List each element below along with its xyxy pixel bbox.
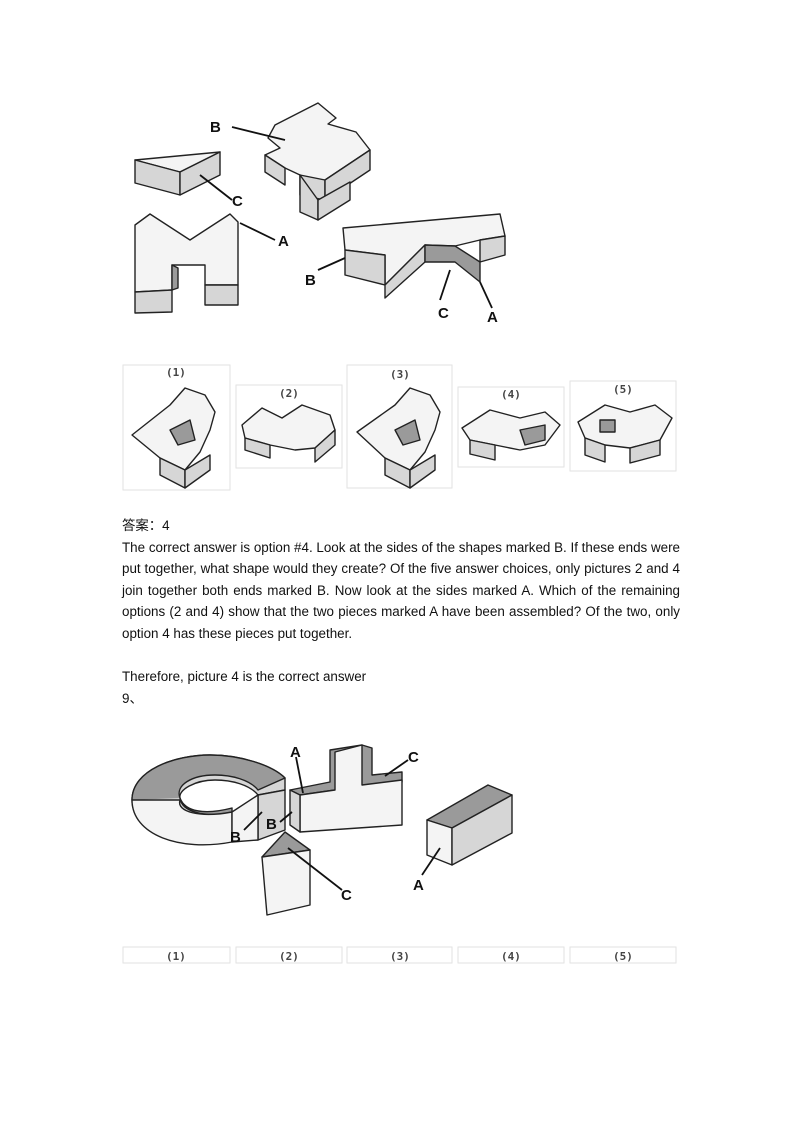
- q9-option-2-label: (2): [279, 950, 299, 963]
- option-5-assembly-image: [577, 404, 673, 464]
- option-4-assembly-image: [461, 409, 561, 461]
- option-5-label: (5): [613, 383, 633, 396]
- q9-option-3-label: (3): [390, 950, 410, 963]
- label-c-top: C: [232, 193, 243, 210]
- t-block-piece: [289, 744, 403, 833]
- option-2-assembly-image: [241, 404, 336, 463]
- q9-label-b-left: B: [230, 829, 241, 846]
- label-a-bottom: A: [487, 309, 498, 326]
- answer-key: 答案：4: [122, 518, 170, 533]
- option-1-label: (1): [166, 366, 186, 379]
- q9-option-5-label: (5): [613, 950, 633, 963]
- option-4[interactable]: (4): [457, 386, 565, 468]
- q9-label-b-right: B: [266, 816, 277, 833]
- q9-option-1-label: (1): [166, 950, 186, 963]
- label-b-bottom: B: [305, 272, 316, 289]
- q9-option-2[interactable]: (2): [235, 946, 343, 964]
- option-2[interactable]: (2): [235, 384, 343, 469]
- q9-label-c-top: C: [408, 749, 419, 766]
- q9-label-c-bottom: C: [341, 887, 352, 904]
- answer-explanation-block: 答案：4 The correct answer is option #4. Lo…: [122, 515, 680, 709]
- option-1[interactable]: (1): [122, 364, 231, 491]
- question8-pieces-figure: B C A B C A: [134, 102, 506, 326]
- c-ring-piece: [131, 754, 286, 846]
- triangle-wedge-piece: [134, 151, 221, 196]
- q9-option-4-label: (4): [501, 950, 521, 963]
- q9-label-a-top: A: [290, 744, 301, 761]
- m-shaped-piece: [134, 213, 239, 314]
- label-c-bottom: C: [438, 305, 449, 322]
- q9-option-3[interactable]: (3): [346, 946, 453, 964]
- triangular-prism-piece: [261, 831, 311, 916]
- option-4-label: (4): [501, 388, 521, 401]
- option-3-assembly-image: [356, 387, 441, 489]
- q9-label-a-right: A: [413, 877, 424, 894]
- option-5[interactable]: (5): [569, 380, 677, 472]
- question9-options-row: (1) (2) (3) (4) (5): [122, 946, 677, 964]
- label-b-top: B: [210, 119, 221, 136]
- label-a-left: A: [278, 233, 289, 250]
- option-3-label: (3): [390, 368, 410, 381]
- question-9-number: 9、: [122, 690, 143, 706]
- option-3[interactable]: (3): [346, 364, 453, 489]
- option-1-assembly-image: [131, 387, 216, 489]
- answer-conclusion: Therefore, picture 4 is the correct answ…: [122, 669, 367, 685]
- option-2-label: (2): [279, 387, 299, 400]
- q9-option-4[interactable]: (4): [457, 946, 565, 964]
- notched-bar-piece: [342, 213, 506, 299]
- q9-option-1[interactable]: (1): [122, 946, 231, 964]
- rectangular-box-piece: [426, 784, 513, 866]
- answer-explanation: The correct answer is option #4. Look at…: [122, 539, 680, 641]
- q9-option-5[interactable]: (5): [569, 946, 677, 964]
- question9-pieces-figure: A C B B C A: [131, 744, 513, 916]
- question8-options-row: (1) (2) (3) (4): [122, 364, 677, 491]
- cross-piece: [264, 102, 371, 221]
